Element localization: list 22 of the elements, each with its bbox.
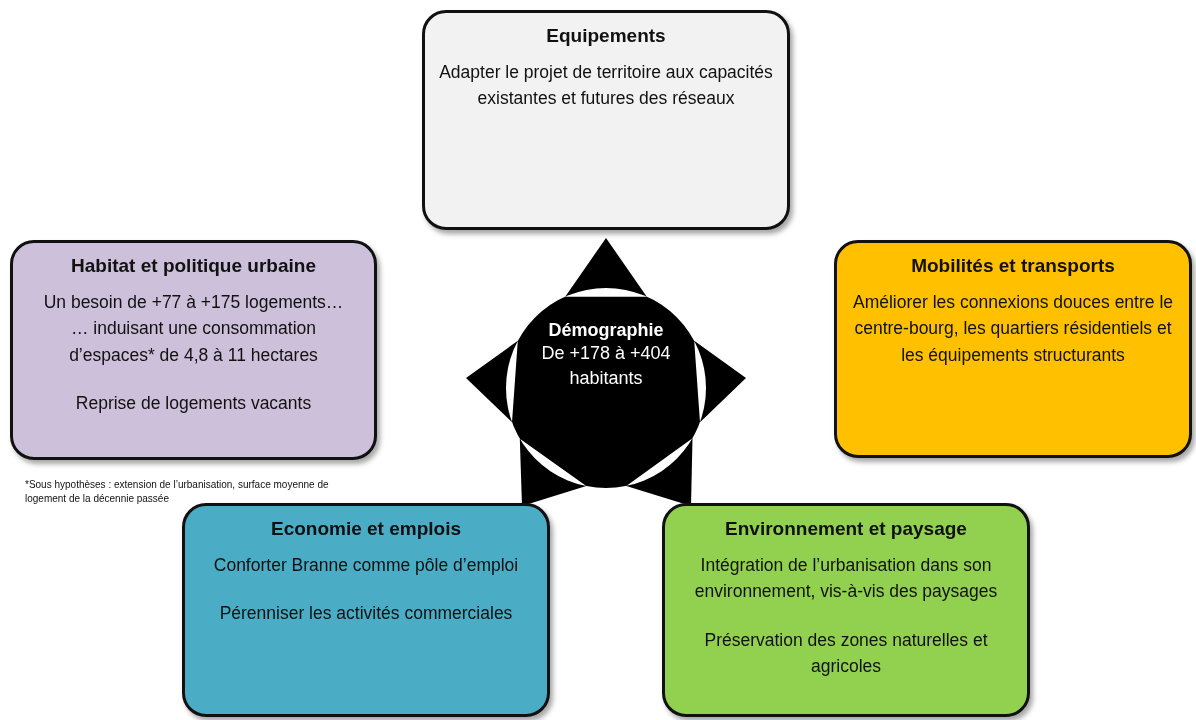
card-heading: Habitat et politique urbaine [70,255,317,277]
card-text: De +178 à +404 habitants [540,342,672,391]
card-text: … induisant une consommation d’espaces* de 4,8 à 11 hectares [68,317,319,367]
card-text: Un besoin de +77 à +175 logements… [42,291,345,314]
card-text: Adapter le projet de territoire aux capacités existantes et futures des réseaux [439,61,773,111]
card-heading: Démographie [547,320,665,341]
topic-card [10,240,377,460]
card-text: Pérenniser les activités commerciales [218,602,514,626]
topic-card [662,503,1030,717]
topic-card [834,240,1192,458]
card-text: Reprise de logements vacants [74,391,313,415]
card-text: Améliorer les connexions douces entre le centre-bourg, les quartiers résidentiels et les équipements structurants [851,291,1174,367]
card-heading: Environnement et paysage [724,518,968,540]
topic-card [422,10,790,230]
card-text: Conforter Branne comme pôle d’emploi [212,554,520,577]
card-heading: Economie et emplois [269,518,462,540]
topic-card [182,503,550,717]
card-heading: Equipements [545,25,667,47]
footnote: *Sous hypothèses : extension de l’urbanisation, surface moyenne de logement de la décennie passée [25,478,330,506]
card-text: Préservation des zones naturelles et agricoles [703,628,989,678]
card-heading: Mobilités et transports [910,255,1116,277]
card-text: Intégration de l’urbanisation dans son environnement, vis-à-vis des paysages [693,554,999,604]
